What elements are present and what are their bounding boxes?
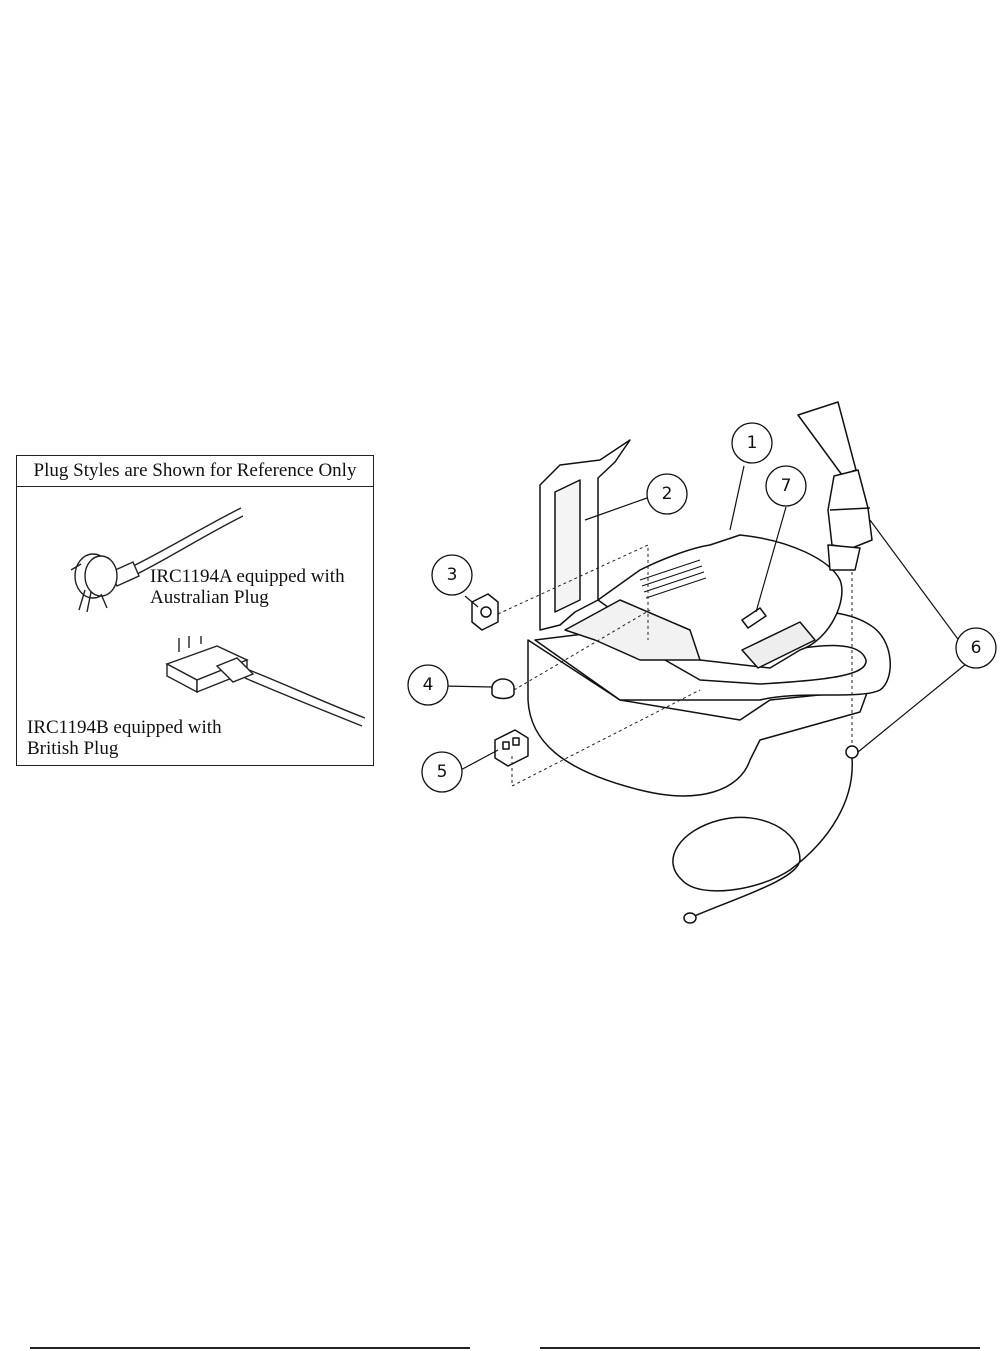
footer-rule-right <box>540 1347 980 1349</box>
part-7-outlet <box>741 607 767 629</box>
british-plug-caption-line2: British Plug <box>27 738 119 759</box>
australian-plug-caption-line1: IRC1194A equipped with <box>150 566 345 587</box>
footer-rule-left <box>30 1347 470 1349</box>
british-plug-caption: IRC1194B equipped with British Plug <box>27 717 222 759</box>
callout-5: 5 <box>437 762 448 782</box>
compressor-base <box>527 639 869 797</box>
plug-reference-box: Plug Styles are Shown for Reference Only <box>16 455 374 766</box>
british-plug-caption-line1: IRC1194B equipped with <box>27 717 222 738</box>
callout-7: 7 <box>781 476 792 496</box>
callout-3: 3 <box>447 565 458 585</box>
part-6-mouthpiece <box>797 401 857 476</box>
callout-2: 2 <box>662 484 673 504</box>
part-5-switch <box>494 729 529 767</box>
part-6-tubing <box>672 757 853 919</box>
british-plug-illustration <box>165 636 366 727</box>
australian-plug-illustration <box>70 507 244 613</box>
australian-plug-caption-line2: Australian Plug <box>150 587 269 608</box>
callout-4: 4 <box>423 675 434 695</box>
callout-6: 6 <box>971 638 982 658</box>
australian-plug-caption: IRC1194A equipped with Australian Plug <box>150 566 345 608</box>
callout-1: 1 <box>747 433 758 453</box>
plug-reference-header: Plug Styles are Shown for Reference Only <box>17 456 373 487</box>
